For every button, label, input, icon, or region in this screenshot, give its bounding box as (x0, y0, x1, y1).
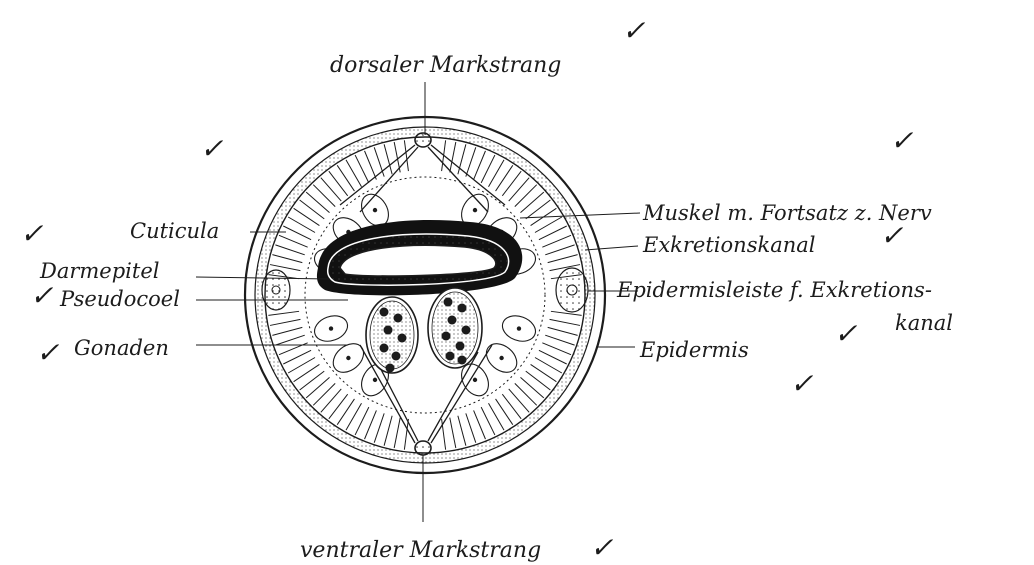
cell-nucleus (473, 208, 477, 212)
cell-nucleus (473, 378, 477, 382)
oocyte (458, 356, 467, 365)
oocyte (446, 352, 455, 361)
checkmark: ✓ (622, 14, 646, 47)
cell-nucleus (499, 356, 503, 360)
oocyte (442, 332, 451, 341)
label-ventraler-markstrang: ventraler Markstrang (300, 538, 541, 563)
cell-nucleus (346, 356, 350, 360)
checkmark: ✓ (20, 217, 44, 250)
oocyte (462, 326, 471, 335)
oocyte (384, 326, 393, 335)
oocyte (458, 304, 467, 313)
oocyte (386, 364, 395, 373)
label-exkretionskanal: Exkretionskanal (642, 233, 815, 257)
checkmark: ✓ (200, 132, 224, 165)
label-epidermisleiste: Epidermisleiste f. Exkretions- (616, 278, 932, 302)
ventral-nerve-cord (415, 441, 431, 455)
cell-nucleus (329, 326, 333, 330)
label-darmepithel: Darmepitel (39, 259, 159, 283)
label-cuticula: Cuticula (130, 219, 219, 243)
epidermis-leiste-left (262, 270, 290, 310)
checkmark: ✓ (590, 531, 614, 564)
label-gonaden: Gonaden (74, 336, 169, 360)
label-epidermis: Epidermis (639, 338, 749, 362)
checkmark: ✓ (890, 124, 914, 157)
dorsal-nerve-cord (415, 133, 431, 147)
oocyte (394, 314, 403, 323)
oocyte (380, 308, 389, 317)
oocyte (456, 342, 465, 351)
oocyte (398, 334, 407, 343)
oocyte (392, 352, 401, 361)
epidermis-ring (265, 137, 585, 453)
oocyte (444, 298, 453, 307)
label-dorsaler-markstrang: dorsaler Markstrang (330, 53, 561, 78)
label-pseudocoel: Pseudocoel (59, 287, 180, 311)
epidermis-leiste-right (556, 268, 588, 312)
oocyte (448, 316, 457, 325)
checkmark: ✓ (880, 219, 904, 252)
label-kanal: kanal (895, 311, 953, 335)
cell-nucleus (373, 208, 377, 212)
checkmark: ✓ (30, 279, 54, 312)
checkmark: ✓ (790, 367, 814, 400)
cell-nucleus (517, 326, 521, 330)
checkmark: ✓ (834, 317, 858, 350)
checkmark: ✓ (36, 336, 60, 369)
cell-nucleus (373, 378, 377, 382)
oocyte (380, 344, 389, 353)
